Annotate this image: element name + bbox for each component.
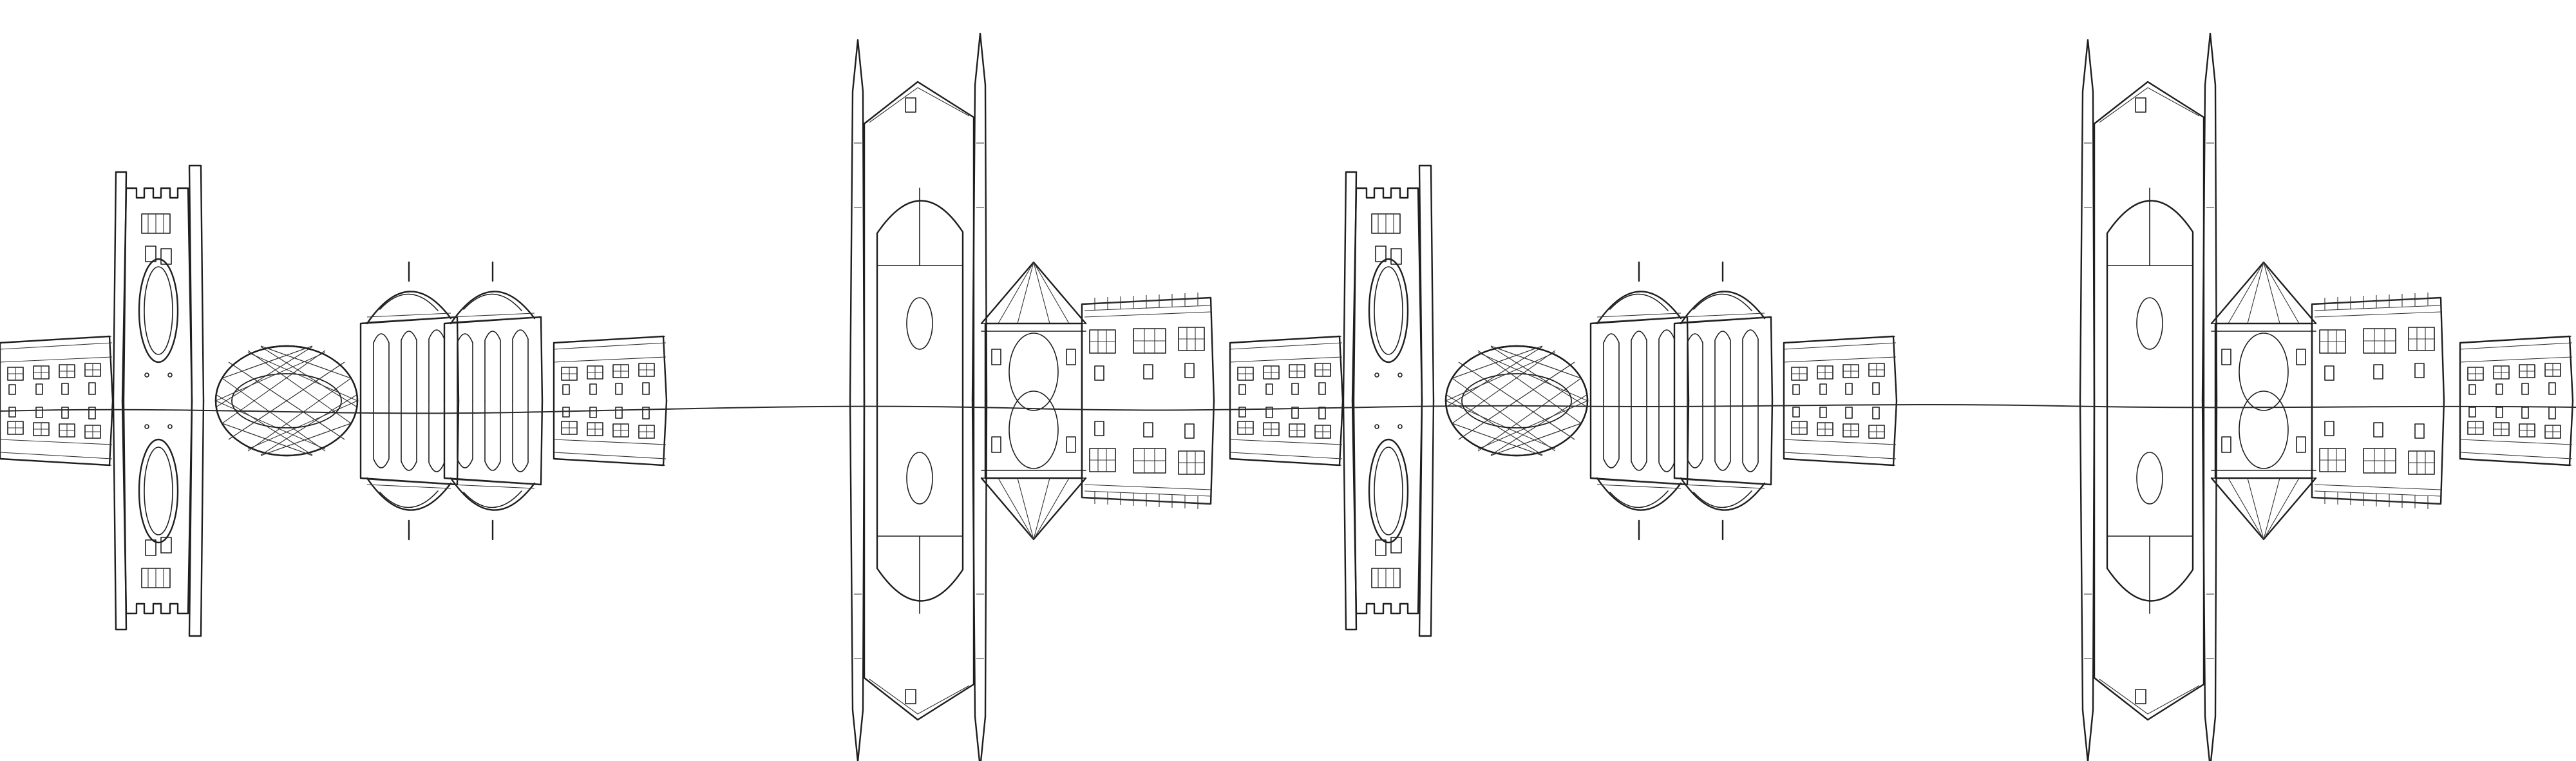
skyline-upright	[0, 34, 2574, 456]
waterline	[0, 404, 2576, 414]
